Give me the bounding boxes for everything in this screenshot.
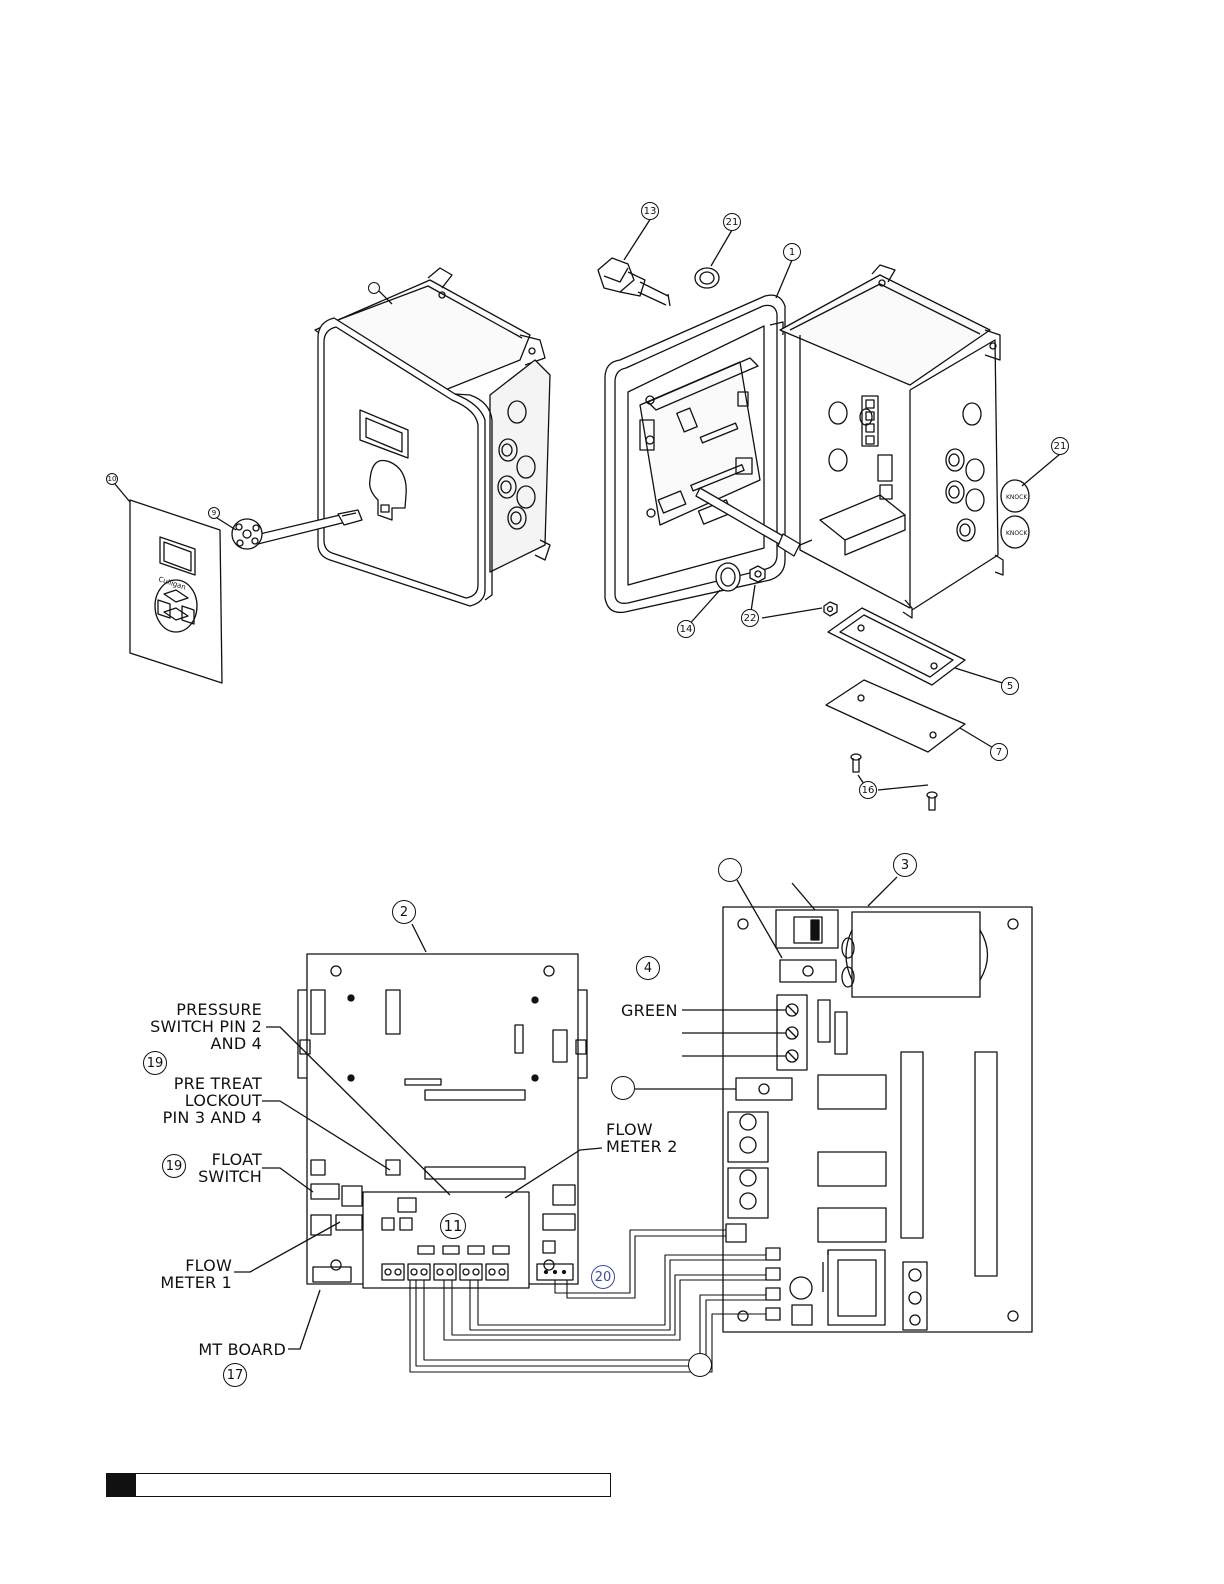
balloon-5: 5 <box>1001 677 1019 695</box>
balloon-blank-fuse-top <box>718 858 742 882</box>
balloon-11: 11 <box>440 1213 466 1239</box>
gasket-5 <box>828 608 965 685</box>
label-flow-meter-1: FLOW METER 1 <box>140 1257 232 1291</box>
label-flow-meter-1-line-2: METER 1 <box>140 1274 232 1291</box>
balloon-4: 4 <box>636 956 660 980</box>
footer-bar <box>106 1473 611 1497</box>
balloon-17: 17 <box>223 1363 247 1387</box>
balloon-9: 9 <box>208 507 220 519</box>
balloon-10: 10 <box>106 473 118 485</box>
label-pressure-switch-line-2: SWITCH PIN 2 <box>120 1018 262 1035</box>
label-flow-meter-1-line-1: FLOW <box>140 1257 232 1274</box>
balloon-14: 14 <box>677 620 695 638</box>
cover-plate-7 <box>826 680 965 752</box>
plug-21-top <box>695 268 719 288</box>
svg-text:KNOCK: KNOCK <box>1006 494 1028 501</box>
label-flow-meter-2: FLOW METER 2 <box>606 1121 696 1155</box>
label-pressure-switch-line-1: PRESSURE <box>120 1001 262 1018</box>
balloon-blank-fuse-mid <box>611 1076 635 1100</box>
label-float-switch-line-1: FLOAT <box>170 1151 262 1168</box>
balloon-1: 1 <box>783 243 801 261</box>
plugs-21-right: KNOCK KNOCK <box>1001 480 1029 548</box>
label-pretreat-line-3: PIN 3 AND 4 <box>120 1109 262 1126</box>
balloon-2: 2 <box>392 900 416 924</box>
label-pretreat-line-2: LOCKOUT <box>120 1092 262 1109</box>
label-pressure-switch: PRESSURE SWITCH PIN 2 AND 4 <box>120 1001 262 1052</box>
closed-enclosure <box>243 268 550 606</box>
bushing-14 <box>716 563 740 591</box>
open-enclosure <box>605 265 1003 618</box>
balloon-22: 22 <box>741 609 759 627</box>
balloon-21-right: 21 <box>1051 437 1069 455</box>
nut-22 <box>750 566 837 616</box>
balloon-blank-top <box>368 282 380 294</box>
label-pretreat-line-1: PRE TREAT <box>120 1075 262 1092</box>
label-flow-meter-2-line-1: FLOW <box>606 1121 696 1138</box>
strain-relief-13 <box>598 258 670 306</box>
balloon-13: 13 <box>641 202 659 220</box>
label-float-switch: FLOAT SWITCH <box>170 1151 262 1185</box>
keypad-overlay-10: Culligan <box>130 500 222 683</box>
balloon-7: 7 <box>990 743 1008 761</box>
balloon-16: 16 <box>859 781 877 799</box>
label-mt-board: MT BOARD <box>170 1341 286 1358</box>
balloon-20: 20 <box>591 1265 615 1289</box>
balloon-blank-bottom <box>688 1353 712 1377</box>
label-green: GREEN <box>621 1002 678 1019</box>
gasket-9 <box>232 519 262 549</box>
balloon-3: 3 <box>893 853 917 877</box>
balloon-21-top: 21 <box>723 213 741 231</box>
power-board-3 <box>723 907 1032 1332</box>
label-pretreat-lockout: PRE TREAT LOCKOUT PIN 3 AND 4 <box>120 1075 262 1126</box>
label-pressure-switch-line-3: AND 4 <box>120 1035 262 1052</box>
label-float-switch-line-2: SWITCH <box>170 1168 262 1185</box>
footer-page-tab <box>106 1473 136 1497</box>
label-flow-meter-2-line-2: METER 2 <box>606 1138 696 1155</box>
balloon-19-a: 19 <box>143 1051 167 1075</box>
svg-text:KNOCK: KNOCK <box>1006 530 1028 537</box>
